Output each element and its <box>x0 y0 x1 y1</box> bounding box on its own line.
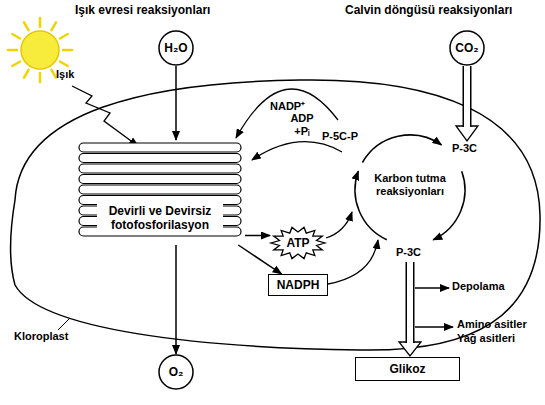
molecule-label: P-3C <box>396 246 421 259</box>
node-text: NADPH <box>277 278 320 292</box>
phase-title: Işık evresi reaksiyonları <box>75 4 275 17</box>
output-label: Yağ asitleri <box>457 332 515 345</box>
part-label: Kloroplast <box>14 330 68 343</box>
thylakoid-disc <box>79 175 241 184</box>
molecule-circle: CO₂ <box>449 30 485 66</box>
process-box: NADPH <box>268 274 328 296</box>
co2-hollow-arrow <box>456 66 478 141</box>
output-label: Depolama <box>452 280 505 293</box>
node-texts: NADPH <box>277 278 320 292</box>
node-text: H₂O <box>164 41 187 55</box>
molecule-label: P-3C <box>452 142 477 155</box>
node-texts: CO₂ <box>455 41 478 55</box>
node-texts: Devirli ve Devirsiz fotofosforilasyon <box>97 203 223 233</box>
cycle-arc <box>362 135 441 162</box>
flow-arrow <box>245 235 270 237</box>
sun-disc <box>21 31 59 69</box>
molecule-label: ADP +Pᵢ <box>284 112 320 138</box>
molecule-label: NADP⁺ <box>270 100 305 113</box>
node-text: Glikoz <box>389 362 425 376</box>
glucose-hollow-arrow <box>399 262 421 356</box>
atp-to-cycle-arrow <box>326 212 352 238</box>
thylakoid-disc <box>79 143 241 152</box>
node-texts: Glikoz <box>389 362 425 376</box>
nadph-to-cycle-arrow <box>328 240 378 284</box>
star-outline <box>271 227 325 258</box>
light-label: Işık <box>56 68 74 81</box>
leader-line <box>58 318 70 330</box>
light-zigzag <box>72 86 138 146</box>
calvin-cycle <box>355 135 465 240</box>
node-text: ATP <box>286 236 309 250</box>
storage-arrow <box>415 287 449 288</box>
circle-outline <box>159 31 193 65</box>
flow-arrow <box>175 245 177 354</box>
thylakoid-disc <box>79 164 241 173</box>
node-texts: ATP <box>286 236 309 250</box>
node-text: O₂ <box>169 365 184 379</box>
product-box: Glikoz <box>355 357 460 381</box>
molecule-circle: H₂O <box>158 30 194 66</box>
cycle-label: Karbon tutma reaksiyonları <box>370 172 450 198</box>
chloroplast-outline <box>10 80 540 350</box>
node-texts: H₂O <box>164 41 187 55</box>
flow-arrow <box>175 66 177 140</box>
circle-outline <box>159 355 193 389</box>
atp-starburst: ATP <box>270 226 326 260</box>
molecule-circle: O₂ <box>158 354 194 390</box>
amino-acid-arrow <box>415 326 453 327</box>
node-text: CO₂ <box>455 41 478 55</box>
thylakoid-disc <box>79 154 241 163</box>
thylakoid-stack: Devirli ve Devirsiz fotofosforilasyon <box>75 140 245 245</box>
output-label: Amino asitler <box>457 318 527 331</box>
node-texts: O₂ <box>169 365 184 379</box>
adp-return-arrow <box>252 142 342 160</box>
molecule-label: P-5C-P <box>322 130 358 143</box>
node-text: Devirli ve Devirsiz fotofosforilasyon <box>99 204 221 232</box>
circle-outline <box>450 31 484 65</box>
phase-title: Calvin döngüsü reaksiyonları <box>345 4 545 17</box>
thylakoid-disc <box>79 185 241 194</box>
